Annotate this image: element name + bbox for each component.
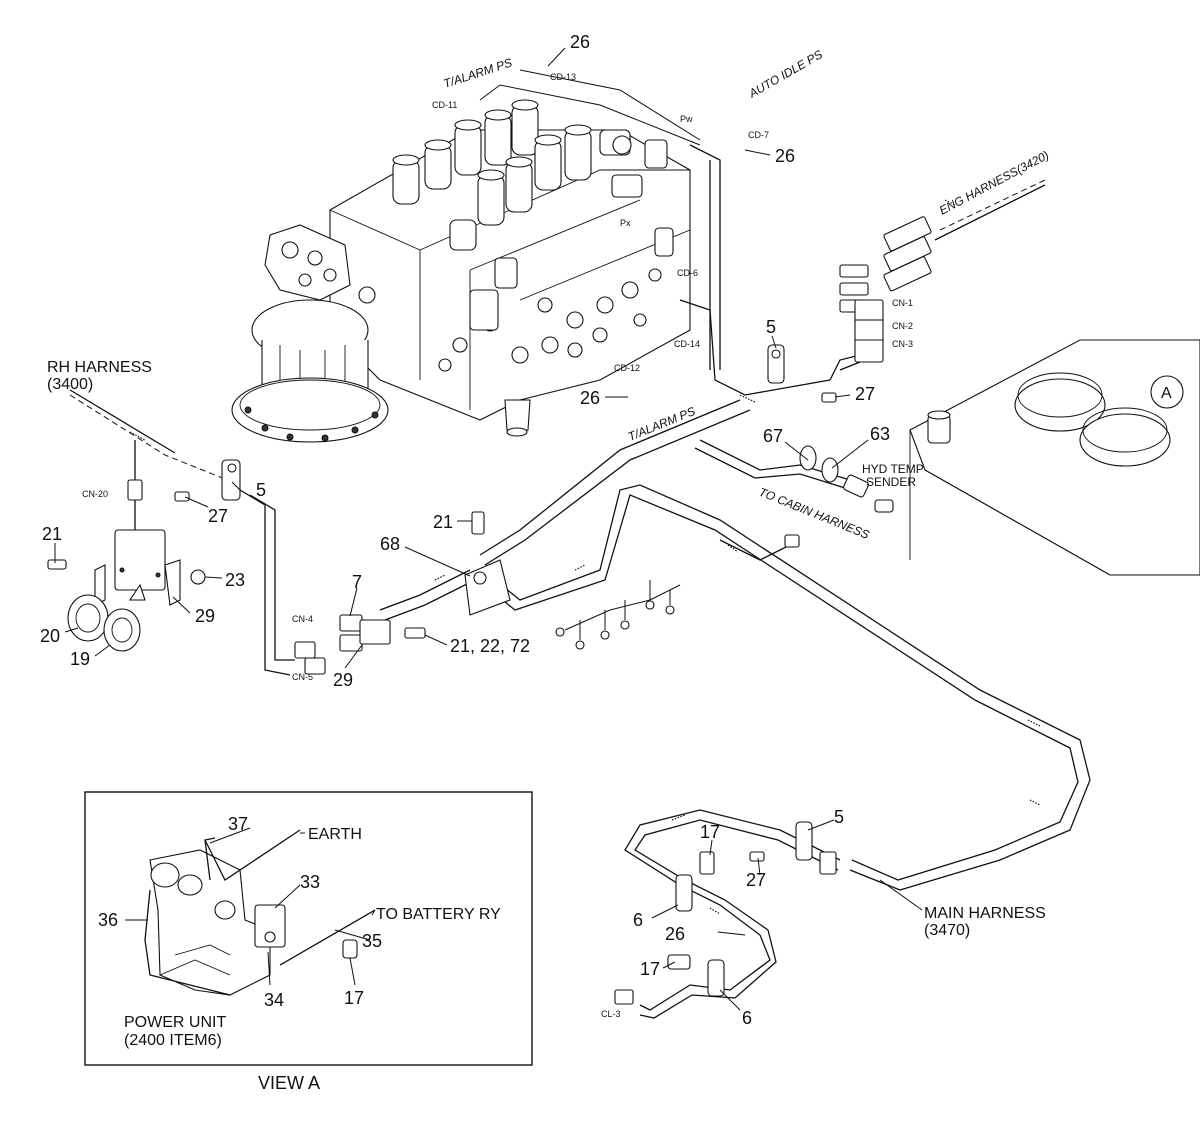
item-29-left: 29 (195, 606, 215, 626)
item-29-center: 29 (333, 670, 353, 690)
leader-lines (54, 47, 923, 1011)
connector-cd13: CD-13 (550, 72, 576, 82)
connector-cd14: CD-14 (674, 339, 700, 349)
item-27-left: 27 (208, 506, 228, 526)
main-harness-number: (3470) (924, 922, 970, 939)
item-21-center: 21 (433, 512, 453, 532)
control-valve-assembly (231, 99, 691, 443)
hydraulic-tank (909, 339, 1200, 576)
connector-cn3: CN-3 (892, 339, 913, 349)
item-37: 37 (228, 814, 248, 834)
connector-cd6: CD-6 (677, 268, 698, 278)
item-26-bottom: 26 (665, 924, 685, 944)
rh-harness-label: RH HARNESS (47, 359, 152, 376)
item-17-view-a: 17 (344, 988, 364, 1008)
swing-motor (231, 224, 389, 443)
main-harness-label: MAIN HARNESS (924, 905, 1046, 922)
callout-a-label: A (1161, 385, 1172, 402)
auto-idle-ps-label: AUTO IDLE PS (746, 47, 825, 101)
item-35: 35 (362, 931, 382, 951)
item-5-bottom: 5 (834, 807, 844, 827)
item-21-22-72: 21, 22, 72 (450, 636, 530, 656)
t-alarm-ps-mid-label: T/ALARM PS (626, 404, 697, 444)
rh-harness-number: (3400) (47, 376, 93, 393)
eng-harness-label: ENG HARNESS(3420) (937, 148, 1051, 218)
view-a-callout: A (1150, 375, 1184, 409)
item-27-right: 27 (855, 384, 875, 404)
power-unit-label: POWER UNIT (124, 1014, 226, 1031)
solenoid-cartridges (392, 99, 592, 251)
item-26-top: 26 (570, 32, 590, 52)
clamps (174, 344, 894, 997)
item-17-top: 17 (700, 822, 720, 842)
item-27-bottom: 27 (746, 870, 766, 890)
item-5-top: 5 (766, 317, 776, 337)
px-label: Px (620, 218, 631, 228)
item-6-bottom: 6 (742, 1008, 752, 1028)
item-67: 67 (763, 426, 783, 446)
to-battery-ry-label: TO BATTERY RY (376, 906, 501, 923)
item-33: 33 (300, 872, 320, 892)
item-5-left: 5 (256, 480, 266, 500)
connector-cn4: CN-4 (292, 614, 313, 624)
eng-harness-connectors (839, 179, 1046, 363)
earth-label: EARTH (308, 826, 362, 843)
item-6-left: 6 (633, 910, 643, 930)
view-a-panel (84, 791, 533, 1066)
connector-cn1: CN-1 (892, 298, 913, 308)
item-26-mid: 26 (580, 388, 600, 408)
item-26-right: 26 (775, 146, 795, 166)
item-20: 20 (40, 626, 60, 646)
item-34: 34 (264, 990, 284, 1010)
connector-cn20: CN-20 (82, 489, 108, 499)
item-63: 63 (870, 424, 890, 444)
pw-label: Pw (680, 114, 693, 124)
horn-assembly (47, 529, 206, 652)
connector-cd12: CD-12 (614, 363, 640, 373)
sender-label: SENDER (866, 475, 916, 489)
hyd-temp-label: HYD TEMP (862, 462, 924, 476)
connector-cn5: CN-5 (292, 672, 313, 682)
item-23: 23 (225, 570, 245, 590)
item-7: 7 (352, 572, 362, 592)
view-a-title: VIEW A (258, 1073, 320, 1093)
item-36: 36 (98, 910, 118, 930)
item-19: 19 (70, 649, 90, 669)
item-17-bottom: 17 (640, 959, 660, 979)
connector-cd11: CD-11 (432, 100, 457, 110)
power-unit-ref: (2400 ITEM6) (124, 1032, 222, 1049)
connector-cd7: CD-7 (748, 130, 769, 140)
item-68: 68 (380, 534, 400, 554)
connector-cn2: CN-2 (892, 321, 913, 331)
item-21-left: 21 (42, 524, 62, 544)
branch-connectors (555, 580, 681, 650)
connector-cl3: CL-3 (601, 1009, 621, 1019)
